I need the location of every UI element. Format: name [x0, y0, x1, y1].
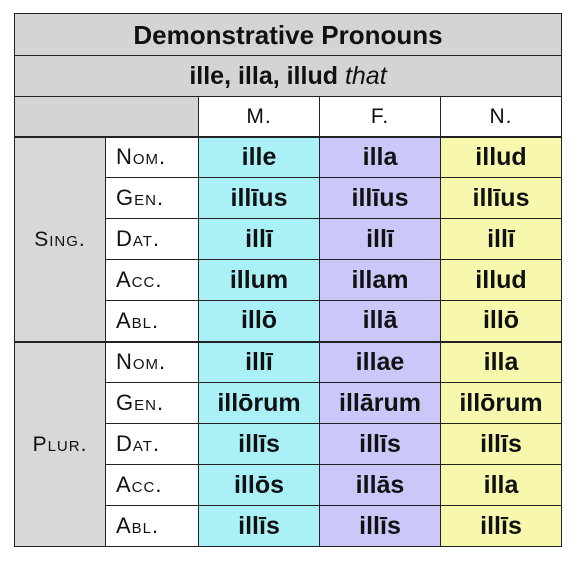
- pronoun-table-container: Demonstrative Pronouns ille, illa, illud…: [14, 13, 562, 547]
- form-neuter: illō: [440, 300, 562, 342]
- number-label-singular: Sing.: [14, 135, 106, 342]
- form-masculine: illīs: [198, 423, 320, 465]
- pronoun-table: Demonstrative Pronouns ille, illa, illud…: [14, 13, 562, 547]
- subtitle-words: ille, illa, illud: [189, 61, 338, 90]
- table-row: Gen. illīus illīus illīus: [15, 177, 562, 219]
- table-row: Abl. illō illā illō: [15, 300, 562, 342]
- form-feminine: illae: [319, 340, 441, 383]
- form-feminine: illārum: [319, 382, 441, 424]
- form-masculine: illum: [198, 259, 320, 301]
- form-neuter: illīs: [440, 505, 562, 547]
- case-label: Nom.: [105, 135, 199, 178]
- form-neuter: illīs: [440, 423, 562, 465]
- table-row: Dat. illīs illīs illīs: [15, 423, 562, 465]
- form-masculine: illō: [198, 300, 320, 342]
- header-feminine: F.: [319, 96, 441, 137]
- case-label: Gen.: [105, 382, 199, 424]
- header-blank-cell: [14, 96, 199, 137]
- case-label: Acc.: [105, 259, 199, 301]
- form-feminine: illīs: [319, 423, 441, 465]
- number-label-plural: Plur.: [14, 340, 106, 547]
- form-neuter: illōrum: [440, 382, 562, 424]
- case-label: Dat.: [105, 218, 199, 260]
- form-feminine: illa: [319, 135, 441, 178]
- case-label: Abl.: [105, 300, 199, 342]
- case-label: Dat.: [105, 423, 199, 465]
- header-masculine: M.: [198, 96, 320, 137]
- table-row: Sing. Nom. ille illa illud: [14, 135, 562, 342]
- table-row: Dat. illī illī illī: [15, 218, 562, 260]
- form-neuter: illa: [440, 340, 562, 383]
- form-neuter: illī: [440, 218, 562, 260]
- form-feminine: illīs: [319, 505, 441, 547]
- table-row: Acc. illōs illās illa: [15, 464, 562, 506]
- table-subtitle: ille, illa, illud that: [14, 55, 562, 97]
- case-label: Abl.: [105, 505, 199, 547]
- table-row: Abl. illīs illīs illīs: [15, 505, 562, 547]
- case-label: Nom.: [105, 340, 199, 383]
- form-neuter: illud: [440, 259, 562, 301]
- form-masculine: illīus: [198, 177, 320, 219]
- table-row: Plur. Nom. illī illae illa: [14, 340, 562, 547]
- form-feminine: illās: [319, 464, 441, 506]
- header-neuter: N.: [440, 96, 562, 137]
- form-masculine: illī: [198, 218, 320, 260]
- subtitle-meaning: that: [344, 61, 387, 90]
- form-masculine: ille: [198, 135, 320, 178]
- form-feminine: illīus: [319, 177, 441, 219]
- form-masculine: illōs: [198, 464, 320, 506]
- form-masculine: illōrum: [198, 382, 320, 424]
- form-feminine: illī: [319, 218, 441, 260]
- form-feminine: illam: [319, 259, 441, 301]
- form-neuter: illa: [440, 464, 562, 506]
- table-row: Gen. illōrum illārum illōrum: [15, 382, 562, 424]
- case-label: Gen.: [105, 177, 199, 219]
- form-feminine: illā: [319, 300, 441, 342]
- form-neuter: illīus: [440, 177, 562, 219]
- table-title: Demonstrative Pronouns: [14, 13, 562, 56]
- form-masculine: illīs: [198, 505, 320, 547]
- form-neuter: illud: [440, 135, 562, 178]
- case-label: Acc.: [105, 464, 199, 506]
- form-masculine: illī: [198, 340, 320, 383]
